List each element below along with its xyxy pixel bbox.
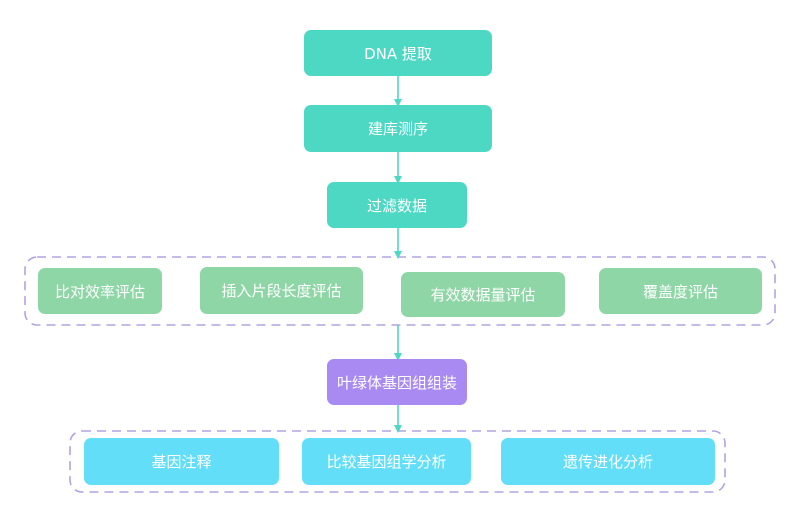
alignment-eval-label: 比对效率评估: [54, 282, 145, 301]
library-sequencing-label: 建库测序: [367, 120, 428, 138]
comparative-genomics-node: 比较基因组学分析: [302, 438, 471, 485]
chloroplast-assembly-label: 叶绿体基因组组装: [336, 373, 457, 392]
gene-annotation-label: 基因注释: [151, 453, 212, 471]
coverage-eval-label: 覆盖度评估: [642, 282, 718, 301]
library-sequencing-node: 建库测序: [304, 105, 492, 152]
insert-size-eval-label: 插入片段长度评估: [221, 282, 342, 300]
alignment-eval-node: 比对效率评估: [38, 268, 162, 314]
filter-data-label: 过滤数据: [366, 196, 427, 215]
data-amount-eval-node: 有效数据量评估: [401, 272, 565, 317]
gene-annotation-node: 基因注释: [84, 438, 279, 485]
evolution-analysis-label: 遗传进化分析: [562, 453, 653, 471]
dna-extraction-label: DNA 提取: [364, 44, 432, 63]
filter-data-node: 过滤数据: [327, 182, 467, 228]
dna-extraction-node: DNA 提取: [304, 30, 492, 76]
chloroplast-assembly-node: 叶绿体基因组组装: [327, 359, 467, 405]
coverage-eval-node: 覆盖度评估: [599, 268, 762, 314]
comparative-genomics-label: 比较基因组学分析: [326, 453, 447, 471]
data-amount-eval-label: 有效数据量评估: [430, 286, 536, 304]
evolution-analysis-node: 遗传进化分析: [501, 438, 715, 485]
insert-size-eval-node: 插入片段长度评估: [200, 267, 363, 314]
